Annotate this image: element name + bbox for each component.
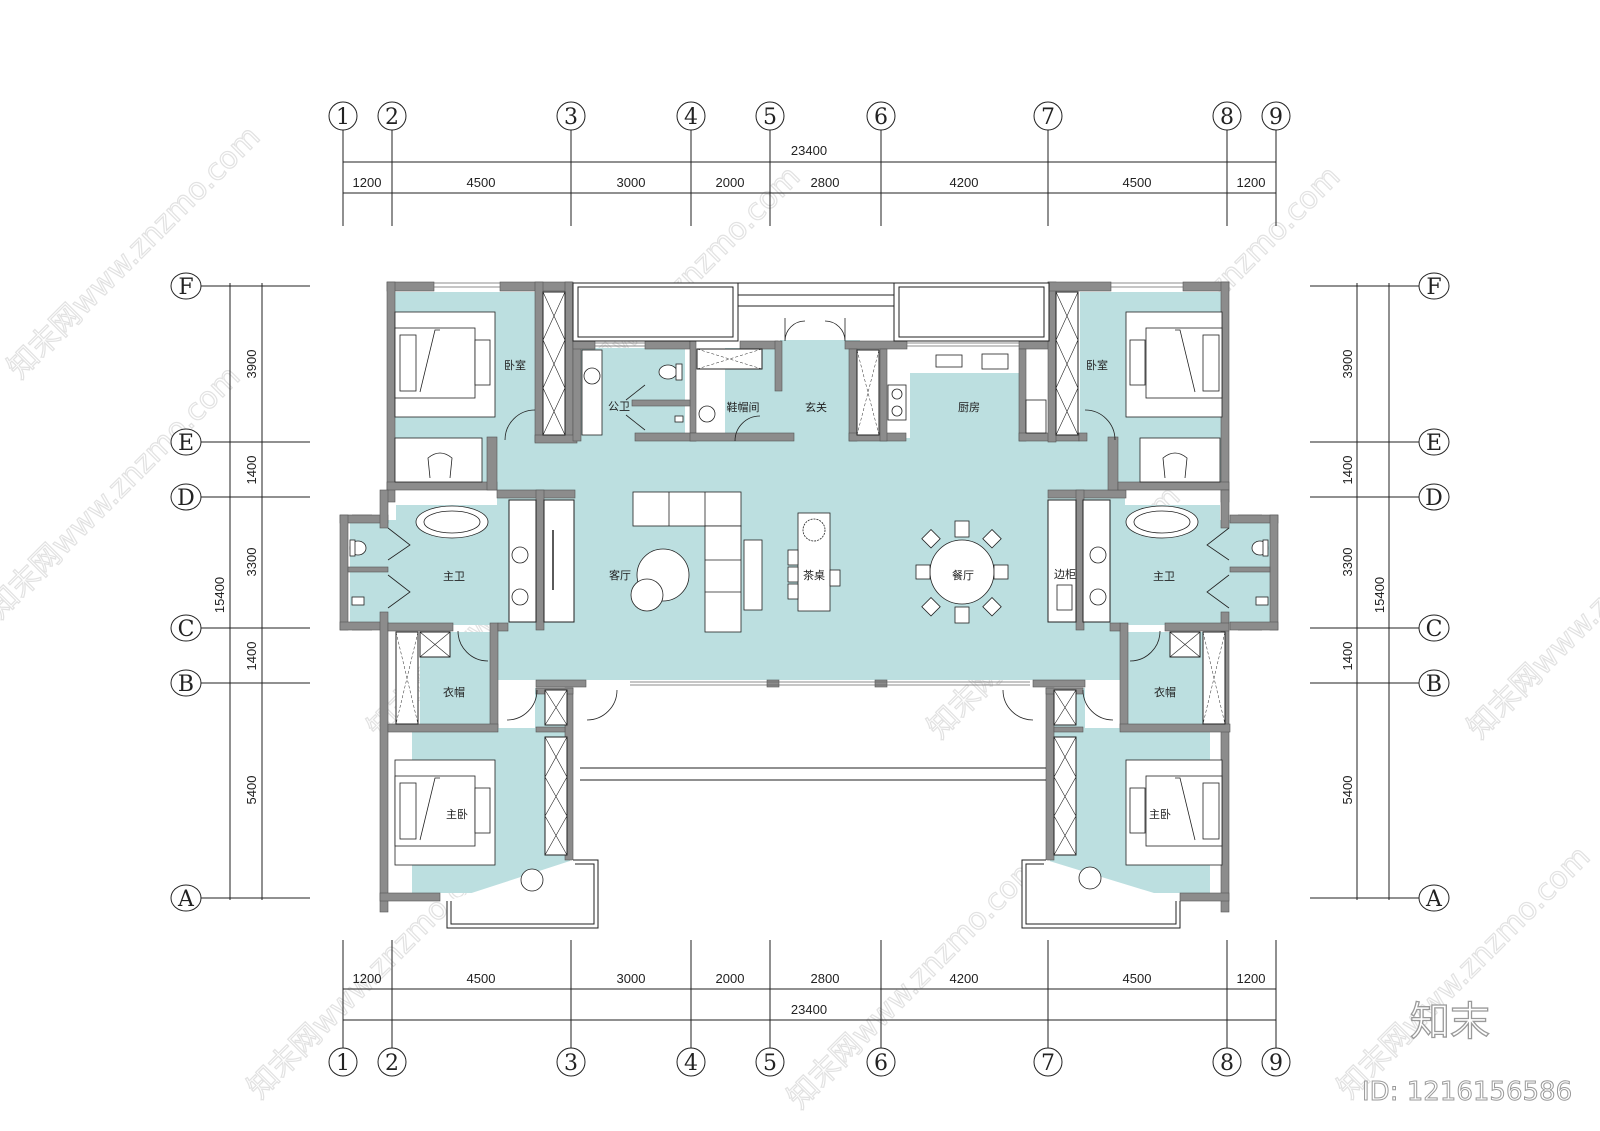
bottom-total-dimension: 23400 [791, 1002, 827, 1017]
bottom-dim-segment: 2000 [716, 971, 745, 986]
axis-label-A: A [1425, 887, 1443, 912]
brand-id: ID: 1216156586 [1362, 1077, 1572, 1107]
branding: 知末 ID: 1216156586 [1362, 998, 1573, 1107]
axis-label-7: 7 [1041, 105, 1055, 130]
axis-label-8: 8 [1220, 105, 1234, 130]
bottom-dim-segment: 4500 [467, 971, 496, 986]
right-dim-segment: 1400 [1340, 456, 1355, 485]
right-dim-segment: 5400 [1340, 776, 1355, 805]
axis-label-5: 5 [763, 1051, 777, 1076]
axis-label-C: C [178, 617, 195, 642]
axis-label-B: B [1426, 672, 1442, 697]
axis-label-7: 7 [1041, 1051, 1055, 1076]
right-dim-segment: 3300 [1340, 548, 1355, 577]
axis-label-E: E [1426, 431, 1442, 456]
axis-label-3: 3 [564, 105, 578, 130]
top-dim-segment: 4500 [1123, 175, 1152, 190]
axis-label-9: 9 [1269, 1051, 1283, 1076]
top-dim-segment: 2000 [716, 175, 745, 190]
top-dim-segment: 3000 [617, 175, 646, 190]
axis-label-C: C [1426, 617, 1443, 642]
top-dim-segment: 1200 [1237, 175, 1266, 190]
left-dim-segment: 3900 [244, 350, 259, 379]
axis-label-4: 4 [684, 1051, 698, 1076]
right-axis-bubbles [1418, 272, 1450, 912]
room-label-sideboard: 边柜 [1054, 568, 1076, 581]
room-label-master-bath-w: 主卫 [443, 570, 465, 583]
doors [387, 318, 1230, 721]
right-total-dimension: 15400 [1372, 577, 1387, 613]
axis-label-2: 2 [385, 105, 399, 130]
top-dim-segment: 1200 [353, 175, 382, 190]
room-label-kitchen: 厨房 [958, 401, 980, 414]
axis-label-B: B [178, 672, 194, 697]
watermark-text: 知末网www.znzmo.com [1461, 479, 1600, 745]
left-dim-segment: 5400 [244, 776, 259, 805]
bottom-dimension-chain [342, 940, 1277, 1048]
beds [394, 311, 1223, 866]
left-dimension-chain [200, 283, 310, 900]
room-label-closet-e: 衣帽 [1154, 685, 1176, 699]
axis-label-8: 8 [1220, 1051, 1234, 1076]
right-dimension-chain [1310, 283, 1420, 900]
top-dim-segment: 2800 [811, 175, 840, 190]
bottom-axis-bubbles [328, 1047, 1291, 1077]
watermark-text: 知末网www.znzmo.com [1331, 839, 1597, 1105]
room-label-living-room: 客厅 [609, 568, 631, 582]
top-dim-segment: 4500 [467, 175, 496, 190]
axis-label-4: 4 [684, 105, 698, 130]
room-label-tea-table: 茶桌 [803, 569, 825, 582]
room-label-public-bath: 公卫 [608, 400, 630, 413]
room-label-bedroom-ne: 卧室 [1086, 358, 1108, 372]
axis-label-5: 5 [763, 105, 777, 130]
room-label-bedroom-nw: 卧室 [504, 358, 526, 372]
axis-label-D: D [177, 486, 195, 511]
room-label-master-bath-e: 主卫 [1153, 570, 1175, 583]
axis-label-1: 1 [336, 1051, 350, 1076]
axis-label-6: 6 [874, 105, 888, 130]
bottom-dim-segment: 4200 [950, 971, 979, 986]
axis-label-D: D [1425, 486, 1443, 511]
bottom-dim-segment: 1200 [353, 971, 382, 986]
axis-label-F: F [178, 275, 193, 300]
brand-logo: 知末 [1410, 999, 1490, 1045]
top-dim-segment: 4200 [950, 175, 979, 190]
balconies [352, 282, 1262, 929]
wardrobes [395, 291, 1226, 856]
room-label-closet-w: 衣帽 [443, 685, 465, 699]
left-axis-bubbles [170, 272, 202, 912]
bottom-dim-segment: 3000 [617, 971, 646, 986]
room-label-master-bedroom-w: 主卧 [446, 808, 468, 821]
watermark-text: 知末网www.znzmo.com [0, 359, 247, 625]
axis-label-6: 6 [874, 1051, 888, 1076]
floor-kitchen [910, 373, 1020, 440]
bottom-dim-segment: 2800 [811, 971, 840, 986]
top-dimension-chain [342, 128, 1277, 226]
axis-label-F: F [1426, 275, 1441, 300]
left-dim-segment: 1400 [244, 456, 259, 485]
bath-fixtures [349, 349, 1269, 611]
right-dim-segment: 1400 [1340, 642, 1355, 671]
room-label-foyer: 玄关 [805, 400, 827, 414]
axis-label-1: 1 [336, 105, 350, 130]
walls [339, 281, 1279, 913]
bottom-dim-segment: 4500 [1123, 971, 1152, 986]
left-total-dimension: 15400 [212, 577, 227, 613]
axis-label-9: 9 [1269, 105, 1283, 130]
top-axis-bubbles [328, 101, 1291, 131]
room-label-shoe-closet: 鞋帽间 [727, 400, 760, 414]
right-dim-segment: 3900 [1340, 350, 1355, 379]
living-furniture [520, 491, 1102, 892]
left-dim-segment: 3300 [244, 548, 259, 577]
axis-label-E: E [178, 431, 194, 456]
left-dim-segment: 1400 [244, 642, 259, 671]
axis-label-2: 2 [385, 1051, 399, 1076]
bottom-dim-segment: 1200 [1237, 971, 1266, 986]
room-label-master-bedroom-e: 主卧 [1149, 808, 1171, 821]
room-label-dining-room: 餐厅 [952, 568, 974, 582]
axis-label-A: A [177, 887, 195, 912]
top-total-dimension: 23400 [791, 143, 827, 158]
axis-label-3: 3 [564, 1051, 578, 1076]
watermark-text: 知末网www.znzmo.com [1, 119, 267, 385]
